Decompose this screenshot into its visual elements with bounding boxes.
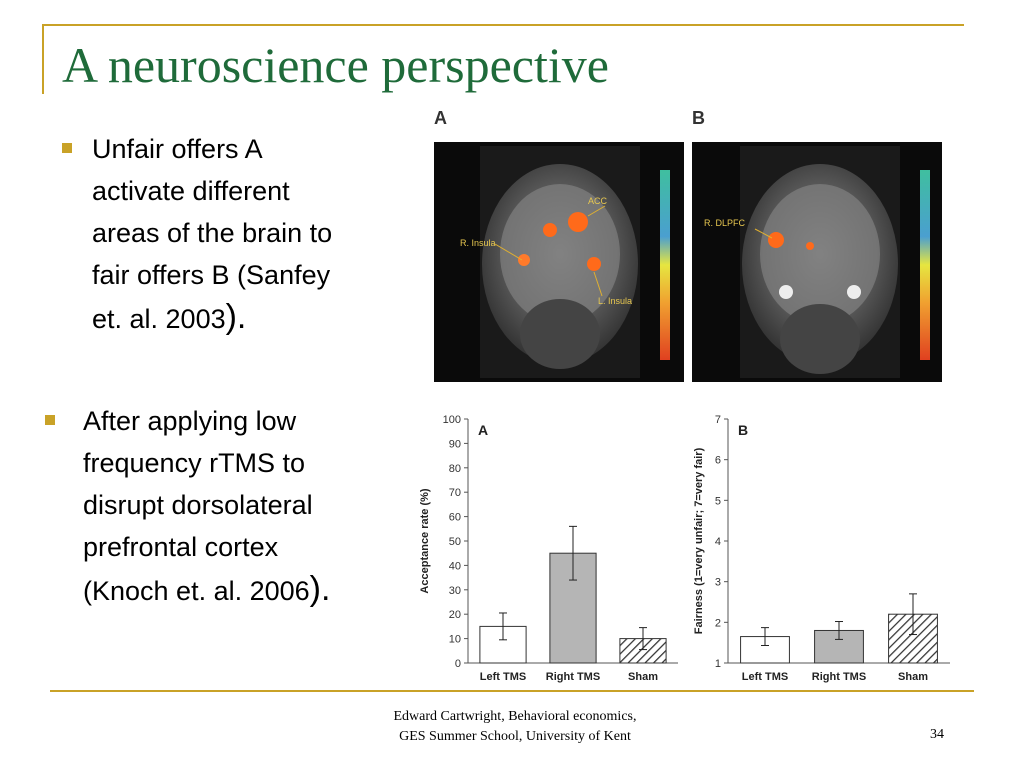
y-tick-label: 3 xyxy=(715,577,721,589)
color-scale-a xyxy=(660,170,670,360)
color-scale-b xyxy=(920,170,930,360)
top-frame-rule xyxy=(42,24,964,26)
y-tick-label: 40 xyxy=(449,560,461,572)
bullet-1-line-3: areas of the brain to xyxy=(92,218,333,248)
y-tick-label: 60 xyxy=(449,512,461,524)
bullet-2-line-5: (Knoch et. al. 2006). xyxy=(83,568,330,612)
y-axis-label: Acceptance rate (%) xyxy=(419,488,431,593)
brain-panel-b: R. DLPFC xyxy=(692,142,942,382)
label-l-insula: L. Insula xyxy=(598,296,632,306)
category-label: Right TMS xyxy=(546,671,600,683)
y-tick-label: 10 xyxy=(449,634,461,646)
label-r-insula: R. Insula xyxy=(460,238,496,248)
bullet-1-line-5: et. al. 2003). xyxy=(92,296,332,340)
y-tick-label: 30 xyxy=(449,585,461,597)
left-frame-rule xyxy=(42,24,44,94)
y-tick-label: 70 xyxy=(449,487,461,499)
y-tick-label: 5 xyxy=(715,495,721,507)
y-tick-label: 1 xyxy=(715,658,721,670)
brain-mri-figure: A B ACC R. Insula L. Insula R. DLPFC xyxy=(434,108,942,382)
bullet-2-closing: ). xyxy=(309,570,331,608)
bullet-2-line-4: prefrontal cortex xyxy=(83,532,279,562)
y-tick-label: 20 xyxy=(449,609,461,621)
footer-line-1: Edward Cartwright, Behavioral economics, xyxy=(393,709,637,724)
bullet-1-line-2: activate different xyxy=(92,176,290,206)
bullet-2-line-3: disrupt dorsolateral xyxy=(83,490,313,520)
brain-panel-a: ACC R. Insula L. Insula xyxy=(434,142,684,382)
y-tick-label: 80 xyxy=(449,463,461,475)
panel-b-letter: B xyxy=(692,108,705,128)
bullet-2: After applying low frequency rTMS to dis… xyxy=(45,400,330,612)
y-axis-label: Fairness (1=very unfair; 7=very fair) xyxy=(693,447,705,634)
category-label: Left TMS xyxy=(480,671,526,683)
bullet-square-icon xyxy=(45,415,55,425)
bottom-rule xyxy=(50,690,974,692)
y-tick-label: 4 xyxy=(715,536,721,548)
bullet-2-line-2: frequency rTMS to xyxy=(83,448,306,478)
bullet-2-citation: (Knoch et. al. 2006 xyxy=(83,576,310,606)
slide-title: A neuroscience perspective xyxy=(62,37,609,93)
category-label: Sham xyxy=(898,671,928,683)
bullet-square-icon xyxy=(62,143,72,153)
y-tick-label: 2 xyxy=(715,617,721,629)
panel-label: B xyxy=(738,422,748,438)
category-label: Left TMS xyxy=(742,671,788,683)
category-label: Sham xyxy=(628,671,658,683)
category-label: Right TMS xyxy=(812,671,866,683)
page-number: 34 xyxy=(930,727,944,742)
y-tick-label: 0 xyxy=(455,658,461,670)
label-acc: ACC xyxy=(588,196,608,206)
y-tick-label: 90 xyxy=(449,438,461,450)
y-tick-label: 7 xyxy=(715,414,721,426)
footer-line-2: GES Summer School, University of Kent xyxy=(399,729,631,744)
bullet-1: Unfair offers A activate different areas… xyxy=(62,128,332,340)
panel-a-letter: A xyxy=(434,108,447,128)
footer: Edward Cartwright, Behavioral economics,… xyxy=(330,707,700,747)
y-tick-label: 6 xyxy=(715,455,721,467)
panel-label: A xyxy=(478,422,488,438)
bullet-1-line-1: Unfair offers A xyxy=(92,134,263,164)
label-r-dlpfc: R. DLPFC xyxy=(704,218,746,228)
bullet-2-line-1: After applying low xyxy=(83,406,297,436)
bullet-1-line-4: fair offers B (Sanfey xyxy=(92,260,331,290)
y-tick-label: 50 xyxy=(449,536,461,548)
bullet-1-closing: ). xyxy=(225,298,247,336)
y-tick-label: 100 xyxy=(443,414,461,426)
bullet-1-citation: et. al. 2003 xyxy=(92,304,226,334)
